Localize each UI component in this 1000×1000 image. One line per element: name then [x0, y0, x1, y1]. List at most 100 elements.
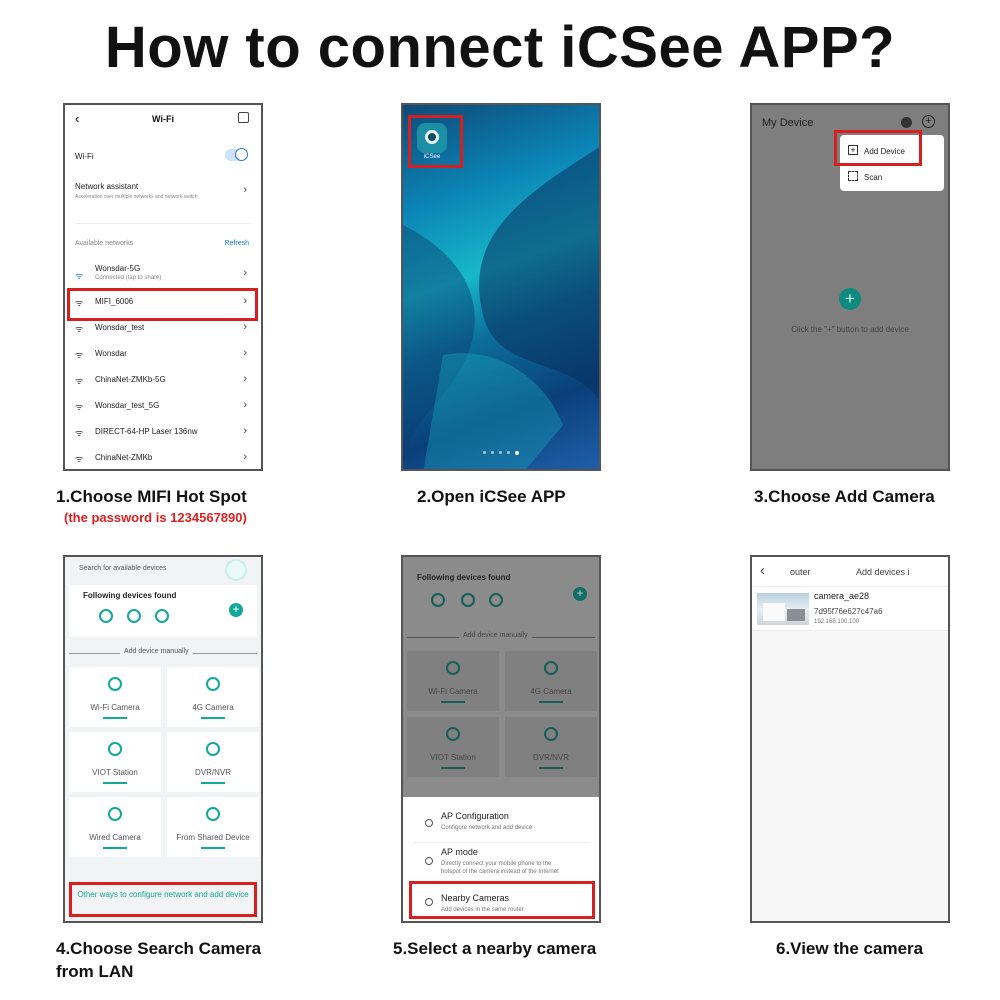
toggle-knob — [235, 148, 248, 161]
divider — [75, 223, 251, 224]
highlight-app-icon — [408, 115, 463, 168]
menu-add-device-label: Add Device — [864, 147, 905, 156]
wifi-header-title: Wi-Fi — [152, 114, 174, 124]
wifi-signal-icon: ᯤ — [75, 324, 84, 334]
device-type-cell[interactable]: Wi-Fi Camera — [69, 667, 161, 727]
add-plus-icon[interactable]: + — [229, 603, 243, 617]
wifi-label: Wi-Fi — [75, 152, 94, 161]
camera-id: 7d95f76e627c47a6 — [814, 607, 883, 616]
other-ways-link[interactable]: Other ways to configure network and add … — [77, 890, 249, 899]
device-type-label: Wired Camera — [89, 833, 141, 842]
accent-underline — [103, 717, 127, 719]
device-type-cell[interactable]: VIOT Station — [407, 717, 499, 777]
wifi-signal-icon: ᯤ — [75, 350, 84, 360]
device-type-cell[interactable]: VIOT Station — [69, 732, 161, 792]
camera-ip: 192.168.100.100 — [814, 619, 860, 625]
icsee-app-icon[interactable] — [417, 123, 447, 153]
device-camera-icon[interactable] — [461, 593, 475, 607]
step6-caption: 6.View the camera — [776, 939, 924, 958]
step4-caption: 4.Choose Search Camera — [56, 939, 262, 958]
device-camera-icon[interactable] — [155, 609, 169, 623]
device-type-icon — [108, 742, 122, 756]
device-type-cell[interactable]: 4G Camera — [167, 667, 259, 727]
option-nearby-cameras[interactable]: Nearby Cameras Add devices in the same r… — [413, 887, 589, 921]
step4-caption-line2: from LAN — [56, 962, 134, 981]
add-plus-icon[interactable]: + — [573, 587, 587, 601]
menu-item-scan[interactable]: Scan — [840, 165, 944, 189]
device-type-cell[interactable]: From Shared Device — [167, 797, 259, 857]
back-arrow-icon[interactable]: ‹ — [75, 111, 80, 126]
device-type-cell[interactable]: 4G Camera — [505, 651, 597, 711]
device-camera-icon[interactable] — [99, 609, 113, 623]
device-type-label: 4G Camera — [530, 687, 572, 696]
ap-mode-title: AP mode — [441, 847, 478, 857]
ap-config-icon — [425, 819, 433, 827]
highlight-other-ways — [69, 882, 257, 917]
device-camera-icon[interactable] — [489, 593, 503, 607]
view-screen: ‹ outer Add devices i camera_ae28 7d95f7… — [750, 555, 950, 923]
ap-mode-icon — [425, 857, 433, 865]
found-title: Following devices found — [417, 573, 511, 582]
device-type-icon — [544, 727, 558, 741]
connected-network-status: Connected (tap to share) — [95, 275, 162, 281]
add-square-icon: + — [848, 145, 858, 155]
chevron-right-icon: › — [243, 451, 247, 463]
add-plus-icon[interactable]: + — [922, 115, 935, 128]
network-connected[interactable]: ᯤ Wonsdar-5G Connected (tap to share) › — [73, 261, 253, 287]
device-type-cell[interactable]: DVR/NVR — [505, 717, 597, 777]
nearby-title: Nearby Cameras — [441, 893, 510, 903]
accent-underline — [201, 847, 225, 849]
step3-caption: 3.Choose Add Camera — [754, 487, 935, 506]
found-title: Following devices found — [83, 591, 177, 600]
camera-item[interactable]: camera_ae28 7d95f76e627c47a6 192.168.100… — [752, 587, 948, 631]
refresh-link[interactable]: Refresh — [224, 240, 249, 247]
device-type-label: Wi-Fi Camera — [90, 703, 140, 712]
network-assistant-label[interactable]: Network assistant — [75, 182, 139, 191]
wifi-signal-icon: ᯤ — [75, 271, 84, 281]
device-type-label: DVR/NVR — [532, 753, 569, 762]
wifi-signal-icon: ᯤ — [75, 376, 84, 386]
highlight-nearby — [409, 881, 595, 919]
option-ap-config[interactable]: AP Configuration Configure network and a… — [413, 807, 589, 843]
device-type-cell[interactable]: DVR/NVR — [167, 732, 259, 792]
wifi-signal-icon: ᯤ — [75, 428, 84, 438]
ap-mode-desc: Directly connect your mobile phone to th… — [441, 861, 552, 867]
wifi-screen: ‹ Wi-Fi Wi-Fi Network assistant Accelera… — [63, 103, 263, 471]
menu-item-add-device[interactable]: + Add Device — [840, 139, 944, 163]
accent-underline — [201, 717, 225, 719]
connected-network-name: Wonsdar-5G — [95, 264, 141, 273]
home-screen: iCSee — [401, 103, 601, 471]
device-type-icon — [108, 807, 122, 821]
radar-icon — [225, 559, 247, 581]
device-type-cell[interactable]: Wired Camera — [69, 797, 161, 857]
accent-underline — [103, 782, 127, 784]
add-device-plus-button[interactable]: + — [839, 288, 861, 310]
wifi-signal-icon: ᯤ — [75, 454, 84, 464]
nearby-desc: Add devices in the same router — [441, 907, 524, 913]
accent-underline — [539, 767, 563, 769]
network-name: Wonsdar_test_5G — [95, 401, 160, 410]
accent-underline — [441, 701, 465, 703]
chevron-right-icon: › — [243, 347, 247, 359]
back-arrow-icon[interactable]: ‹ — [760, 562, 765, 579]
search-header: Search for available devices — [79, 565, 167, 572]
wifi-toggle[interactable] — [225, 148, 248, 161]
device-type-cell[interactable]: Wi-Fi Camera — [407, 651, 499, 711]
menu-scan-label: Scan — [864, 173, 883, 182]
option-ap-mode[interactable]: AP mode Directly connect your mobile pho… — [413, 845, 589, 881]
camera-name: camera_ae28 — [814, 591, 870, 601]
accent-underline — [201, 782, 225, 784]
device-camera-icon[interactable] — [431, 593, 445, 607]
scan-icon[interactable] — [238, 112, 249, 123]
cloud-icon[interactable] — [901, 117, 912, 128]
step5-caption: 5.Select a nearby camera — [393, 939, 597, 958]
device-camera-icon[interactable] — [127, 609, 141, 623]
device-type-label: DVR/NVR — [194, 768, 231, 777]
